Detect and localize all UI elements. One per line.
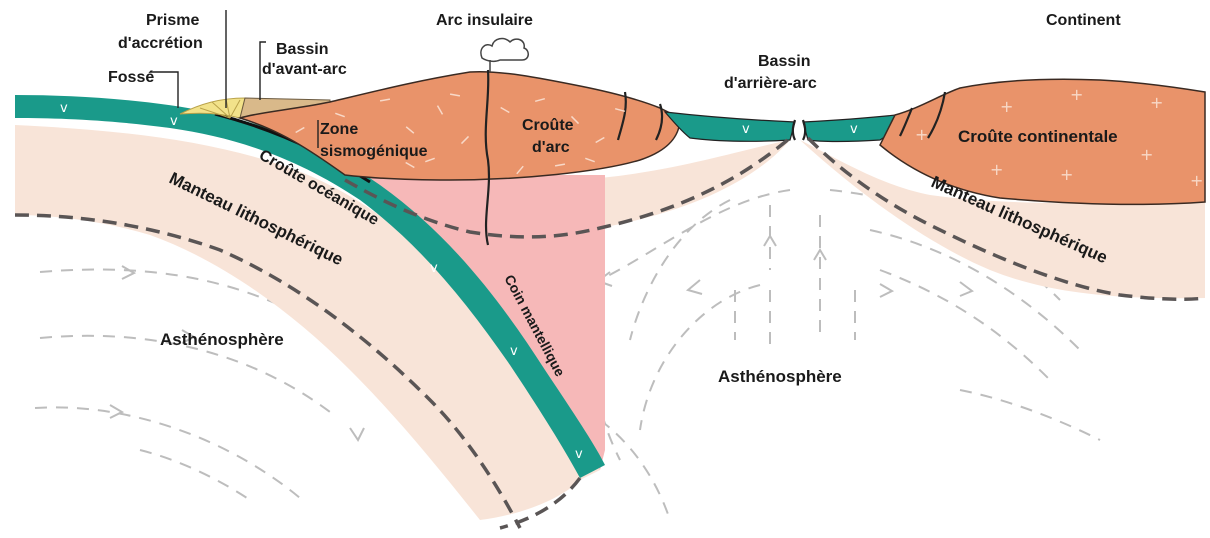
- oceanic-v-mark: v: [850, 122, 858, 137]
- continental-plus-mark: +: [915, 125, 928, 144]
- asthenosphere-left-label: Asthénosphère: [160, 330, 284, 349]
- bassin-avant-arc-line1: Bassin: [276, 41, 328, 58]
- oceanic-v-mark: v: [60, 101, 68, 116]
- oceanic-v-mark: v: [170, 114, 178, 129]
- oceanic-v-mark: v: [510, 344, 518, 359]
- oceanic-v-mark: v: [430, 261, 438, 276]
- bassin-avant-arc-line2: d'avant-arc: [262, 61, 347, 78]
- continental-plus-mark: +: [1140, 145, 1153, 164]
- continental-plus-mark: +: [1070, 85, 1083, 104]
- bassin-arriere-arc-line2: d'arrière-arc: [724, 75, 817, 92]
- fosse-label: Fossé: [108, 69, 154, 86]
- arc-insulaire-label: Arc insulaire: [436, 12, 533, 29]
- zone-sismogenique-line1: Zone: [320, 121, 358, 138]
- oceanic-v-mark: v: [742, 122, 750, 137]
- croute-arc-line1: Croûte: [522, 117, 574, 134]
- croute-continentale-label: Croûte continentale: [958, 127, 1118, 146]
- backarc-crust-left: [665, 112, 795, 141]
- bassin-arriere-arc-line1: Bassin: [758, 53, 810, 70]
- oceanic-v-mark: v: [575, 447, 583, 462]
- prisme-label-line1: Prisme: [146, 12, 199, 29]
- continental-plus-mark: +: [1060, 165, 1073, 184]
- continental-plus-mark: +: [1000, 97, 1013, 116]
- continental-plus-mark: +: [990, 160, 1003, 179]
- continental-plus-mark: +: [1150, 93, 1163, 112]
- asthenosphere-right-label: Asthénosphère: [718, 367, 842, 386]
- croute-arc-line2: d'arc: [532, 139, 570, 156]
- volcano-plume-icon: [481, 39, 528, 62]
- zone-sismogenique-line2: sismogénique: [320, 143, 428, 160]
- prisme-label-line2: d'accrétion: [118, 35, 203, 52]
- continent-label: Continent: [1046, 12, 1121, 29]
- continental-plus-mark: +: [1190, 171, 1203, 190]
